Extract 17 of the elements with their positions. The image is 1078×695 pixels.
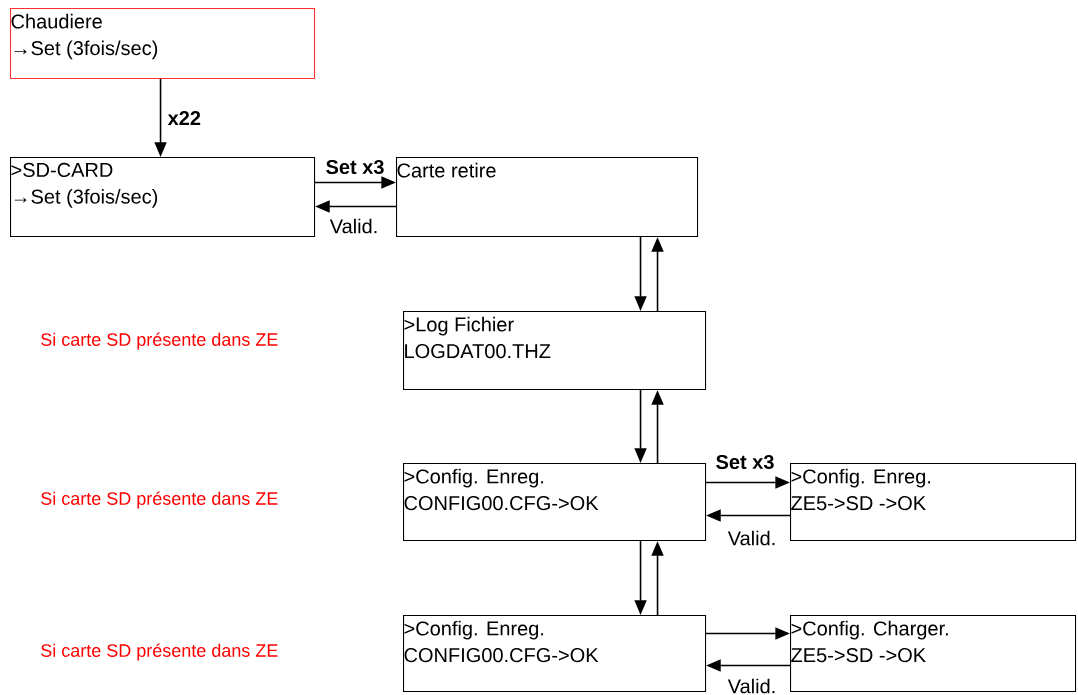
- menu-box: >Log Fichier LOGDAT00.THZ: [403, 311, 707, 391]
- edge-label: Set x3: [714, 453, 776, 471]
- menu-box: >Config. Enreg. CONFIG00.CFG->OK: [403, 615, 707, 693]
- note-text: Si carte SD présente dans ZE: [41, 491, 278, 509]
- menu-box: >Config. Enreg. CONFIG00.CFG->OK: [403, 463, 707, 542]
- note-text: Si carte SD présente dans ZE: [41, 643, 278, 661]
- menu-box: Carte retire: [396, 157, 699, 238]
- edge-label: Set x3: [324, 158, 386, 176]
- note-text: Si carte SD présente dans ZE: [41, 332, 278, 350]
- edge-label: x22: [166, 109, 203, 127]
- edge-label: Valid.: [328, 217, 380, 235]
- edge-label: Valid.: [726, 677, 778, 695]
- menu-box: >SD-CARD →Set (3fois/sec): [10, 157, 316, 238]
- menu-box: Chaudiere →Set (3fois/sec): [10, 8, 316, 80]
- menu-box: >Config. Charger. ZE5->SD ->OK: [790, 615, 1077, 693]
- menu-box: >Config. Enreg. ZE5->SD ->OK: [790, 463, 1077, 542]
- edge-label: Valid.: [726, 529, 778, 547]
